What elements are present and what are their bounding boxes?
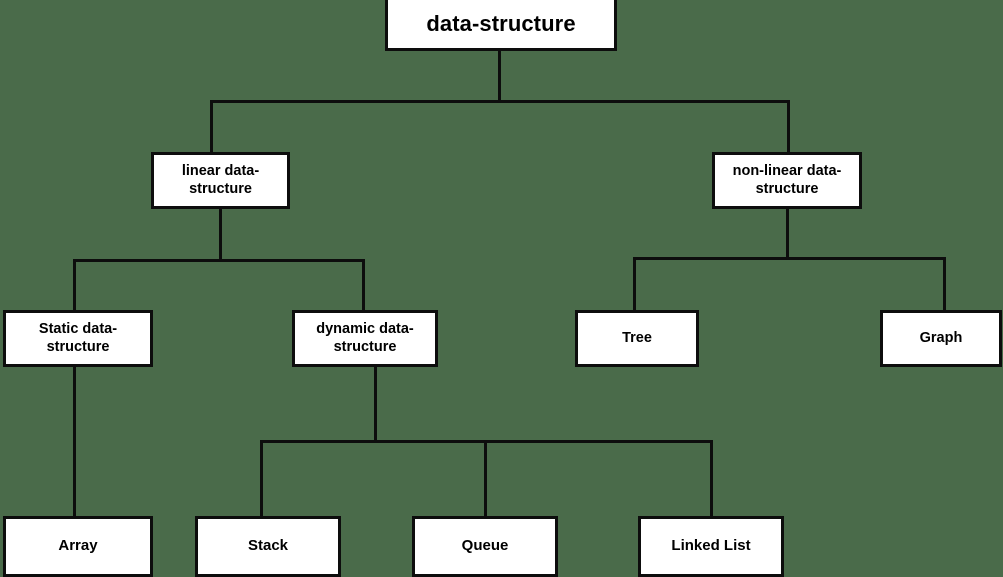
node-graph-label: Graph: [919, 329, 963, 346]
edge-dynamic-to-stack: [260, 440, 263, 518]
node-queue-label: Queue: [461, 537, 509, 555]
node-queue[interactable]: Queue: [412, 516, 558, 577]
node-static-data-structure-label: Static data-structure: [38, 320, 118, 355]
node-dynamic-data-structure-label: dynamic data-structure: [316, 320, 414, 355]
node-linear-data-structure[interactable]: linear data-structure: [151, 152, 290, 209]
node-linked-list[interactable]: Linked List: [638, 516, 784, 577]
node-tree-label: Tree: [622, 329, 652, 346]
node-non-linear-data-structure-label: non-linear data-structure: [732, 162, 842, 197]
edge-nonlinear-to-tree: [633, 257, 636, 313]
node-array[interactable]: Array: [3, 516, 153, 577]
node-tree[interactable]: Tree: [575, 310, 699, 367]
node-static-data-structure[interactable]: Static data-structure: [3, 310, 153, 367]
node-linear-data-structure-label: linear data-structure: [181, 162, 260, 197]
node-stack-label: Stack: [247, 537, 289, 555]
edge-nonlinear-stem: [786, 208, 789, 260]
edge-dynamic-stem: [374, 366, 377, 442]
edge-linear-to-dynamic: [362, 259, 365, 313]
edge-linear-to-static: [73, 259, 76, 313]
node-non-linear-data-structure[interactable]: non-linear data-structure: [712, 152, 862, 209]
edge-nonlinear-to-graph: [943, 257, 946, 313]
node-data-structure[interactable]: data-structure: [385, 0, 617, 51]
node-dynamic-data-structure[interactable]: dynamic data-structure: [292, 310, 438, 367]
node-array-label: Array: [58, 537, 98, 555]
node-data-structure-label: data-structure: [426, 10, 576, 36]
node-graph[interactable]: Graph: [880, 310, 1002, 367]
edge-static-to-array: [73, 366, 76, 518]
edge-root-to-nonlinear: [787, 100, 790, 155]
node-stack[interactable]: Stack: [195, 516, 341, 577]
edge-dynamic-to-queue: [484, 440, 487, 518]
edge-root-stem: [498, 51, 501, 103]
edge-dynamic-to-linkedlist: [710, 440, 713, 518]
edge-linear-stem: [219, 208, 222, 262]
edge-root-to-linear: [210, 100, 213, 155]
edge-nonlinear-bus: [633, 257, 946, 260]
edge-root-bus: [210, 100, 790, 103]
edge-linear-bus: [73, 259, 365, 262]
node-linked-list-label: Linked List: [671, 537, 751, 555]
